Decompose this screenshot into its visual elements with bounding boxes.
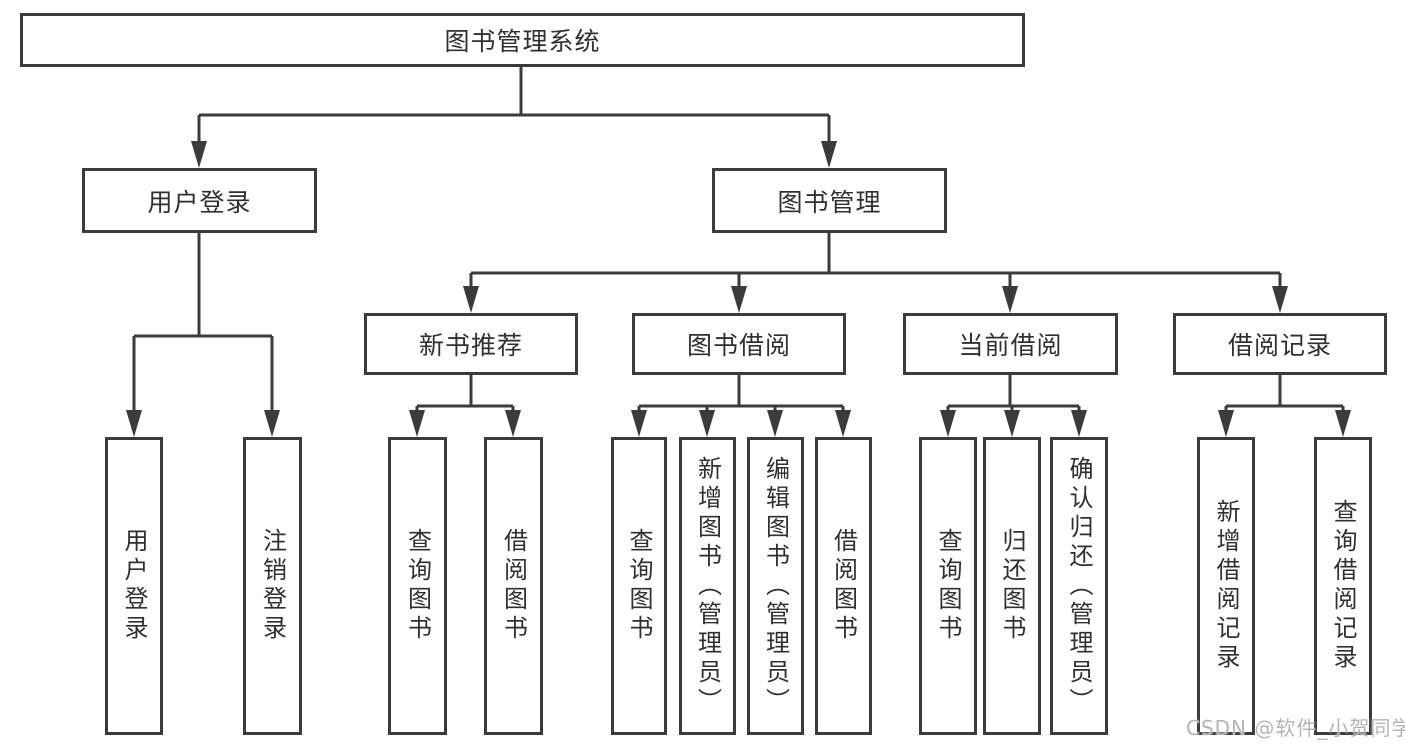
leaf-borrowing-add-admin-label: 新增图书（管理员） <box>693 455 722 717</box>
node-new-book-recommend-label: 新书推荐 <box>418 331 523 360</box>
leaf-current-return-label: 归还图书 <box>998 528 1026 644</box>
leaf-borrowing-borrow: 借阅图书 <box>815 437 872 735</box>
watermark: CSDN @软件_小贺同学 <box>1186 716 1405 740</box>
leaf-current-query: 查询图书 <box>919 437 977 735</box>
leaf-newbook-borrow-label: 借阅图书 <box>499 528 528 644</box>
node-book-management-label: 图书管理 <box>777 187 882 217</box>
node-borrow-records: 借阅记录 <box>1173 313 1387 375</box>
node-root-label: 图书管理系统 <box>444 27 601 56</box>
leaf-borrowing-edit-admin: 编辑图书（管理员） <box>747 437 804 735</box>
leaf-borrowing-add-admin: 新增图书（管理员） <box>679 437 736 735</box>
leaf-user-login: 用户登录 <box>105 437 163 735</box>
leaf-current-confirm-return-admin: 确认归还（管理员） <box>1050 437 1108 735</box>
leaf-record-add-label: 新增借阅记录 <box>1212 499 1240 673</box>
node-borrow-records-label: 借阅记录 <box>1227 331 1332 360</box>
leaf-user-login-label: 用户登录 <box>120 528 148 644</box>
leaf-current-confirm-return-admin-label: 确认归还（管理员） <box>1065 455 1093 717</box>
node-current-borrowing: 当前借阅 <box>903 313 1118 375</box>
leaf-newbook-query-label: 查询图书 <box>403 528 432 644</box>
connector-arrowheads <box>126 141 1351 437</box>
node-book-borrowing-label: 图书借阅 <box>686 331 791 360</box>
node-user-login: 用户登录 <box>82 168 317 233</box>
leaf-record-query-label: 查询借阅记录 <box>1329 499 1357 673</box>
node-current-borrowing-label: 当前借阅 <box>958 331 1063 360</box>
node-book-management: 图书管理 <box>712 168 947 233</box>
leaf-borrowing-query-label: 查询图书 <box>625 528 653 644</box>
leaf-logout: 注销登录 <box>243 437 302 735</box>
node-book-borrowing: 图书借阅 <box>632 313 846 375</box>
leaf-current-query-label: 查询图书 <box>934 528 962 644</box>
leaf-borrowing-borrow-label: 借阅图书 <box>829 528 858 644</box>
node-root-system: 图书管理系统 <box>20 13 1025 67</box>
node-new-book-recommend: 新书推荐 <box>364 313 578 375</box>
leaf-borrowing-edit-admin-label: 编辑图书（管理员） <box>761 455 790 717</box>
leaf-newbook-query: 查询图书 <box>388 437 447 735</box>
leaf-borrowing-query: 查询图书 <box>611 437 667 735</box>
leaf-current-return: 归还图书 <box>983 437 1041 735</box>
leaf-record-add: 新增借阅记录 <box>1197 437 1255 735</box>
leaf-logout-label: 注销登录 <box>258 528 287 644</box>
leaf-record-query: 查询借阅记录 <box>1314 437 1372 735</box>
node-user-login-label: 用户登录 <box>147 187 252 217</box>
leaf-newbook-borrow: 借阅图书 <box>484 437 543 735</box>
